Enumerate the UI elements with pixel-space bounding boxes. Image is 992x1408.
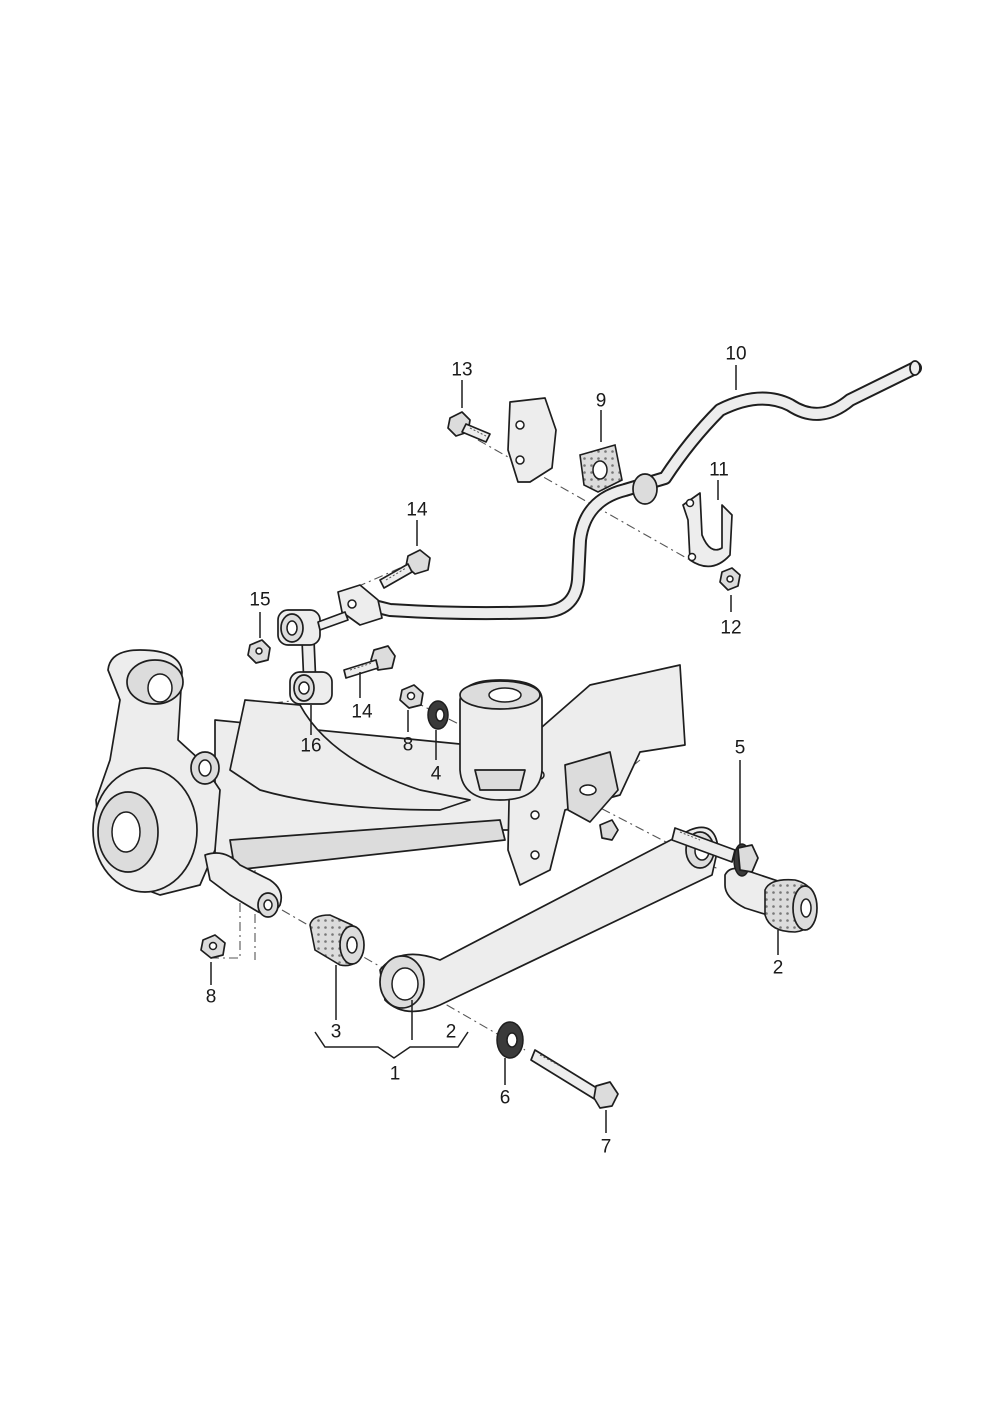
subframe (214, 664, 686, 886)
callout-2-bushing: 2 (772, 957, 784, 979)
nut-12 (719, 567, 741, 591)
callout-14-lower: 14 (351, 701, 373, 723)
body-bracket (507, 397, 557, 483)
leader-lines (210, 365, 779, 1133)
callout-13: 13 (451, 359, 473, 381)
clamp (682, 492, 733, 568)
nut-15 (247, 639, 271, 664)
callout-6: 6 (499, 1087, 511, 1109)
callout-8-upper: 8 (402, 734, 414, 756)
stabilizer-bar (337, 360, 922, 626)
callout-5: 5 (734, 737, 746, 759)
wheel-bearing-housing (92, 649, 283, 918)
washer-4 (427, 700, 449, 730)
callout-8-lower: 8 (205, 986, 217, 1008)
callout-12: 12 (720, 617, 742, 639)
nut-8-lower (200, 934, 226, 959)
bolt-7 (530, 1049, 619, 1109)
nut-8-upper (399, 684, 424, 709)
bushing-2-right (724, 867, 818, 933)
callout-11: 11 (709, 459, 729, 481)
callout-15: 15 (249, 589, 271, 611)
bolt-14-upper (379, 549, 431, 589)
callout-9: 9 (595, 390, 607, 412)
callout-16: 16 (300, 735, 322, 757)
bolt-14-lower (343, 645, 396, 679)
washer-6 (496, 1021, 524, 1059)
rubber-mount (579, 443, 623, 493)
callout-14-upper: 14 (406, 499, 428, 521)
bushing-3 (309, 914, 365, 967)
callout-2-arm: 2 (445, 1021, 457, 1043)
subframe-mount (459, 679, 543, 801)
callout-10: 10 (725, 343, 747, 365)
callout-7: 7 (600, 1136, 612, 1158)
coupling-rod (277, 609, 349, 705)
callout-4: 4 (430, 763, 442, 785)
callout-3: 3 (330, 1021, 342, 1043)
callout-1: 1 (389, 1063, 401, 1085)
bolt-5 (671, 827, 759, 877)
bolt-13 (447, 411, 491, 443)
